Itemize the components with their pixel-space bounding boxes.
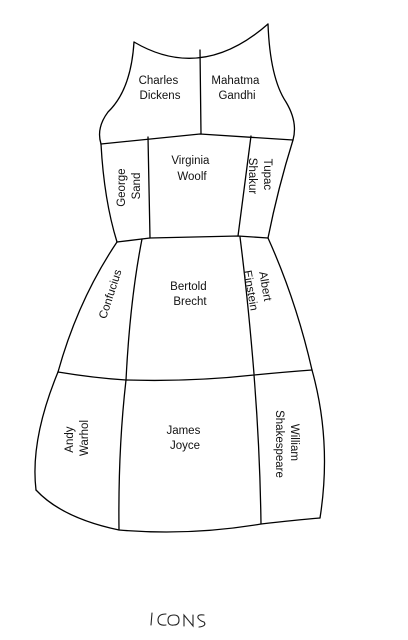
waist-seam-left	[147, 136, 151, 239]
caption-scrawl	[150, 612, 206, 628]
label-confucius: Confucius	[97, 268, 124, 321]
bodice-center-seam	[199, 49, 202, 135]
bodice-left-edge	[98, 41, 135, 145]
skirt-seam-left-lower	[118, 379, 127, 531]
skirt-seam-right-upper	[239, 236, 255, 375]
label-gandhi: Mahatma Gandhi	[211, 75, 262, 102]
label-einstein: Albert Einstein	[241, 267, 275, 312]
skirt-right-lower	[311, 369, 326, 519]
skirt-seam-left-upper	[125, 238, 143, 381]
hem	[35, 489, 321, 533]
hip-seam	[57, 369, 313, 382]
chest-seam	[100, 133, 294, 145]
waist-seam-right	[237, 135, 252, 237]
waist-right-edge	[267, 139, 294, 239]
label-brecht: Bertold Brecht	[170, 281, 210, 308]
panel-labels: Charles Dickens Mahatma Gandhi George Sa…	[64, 75, 300, 478]
label-warhol: Andy Warhol	[64, 420, 91, 456]
label-dickens: Charles Dickens	[139, 75, 182, 102]
skirt-left-upper	[57, 241, 118, 373]
skirt-left-lower	[34, 371, 59, 491]
bodice-right-edge	[267, 23, 296, 141]
label-joyce: James Joyce	[166, 425, 203, 452]
label-shakur: Tupac Shakur	[246, 158, 273, 195]
neckline	[133, 23, 269, 59]
label-woolf: Virginia Woolf	[171, 155, 212, 183]
skirt-seam-right-lower	[253, 374, 262, 525]
skirt-right-upper	[267, 237, 313, 371]
waist-left-edge	[100, 143, 118, 243]
waistline	[116, 235, 269, 243]
label-shakespeare: William Shakespeare	[273, 410, 300, 478]
dress-outline	[34, 23, 326, 533]
label-sand: George Sand	[116, 165, 143, 207]
